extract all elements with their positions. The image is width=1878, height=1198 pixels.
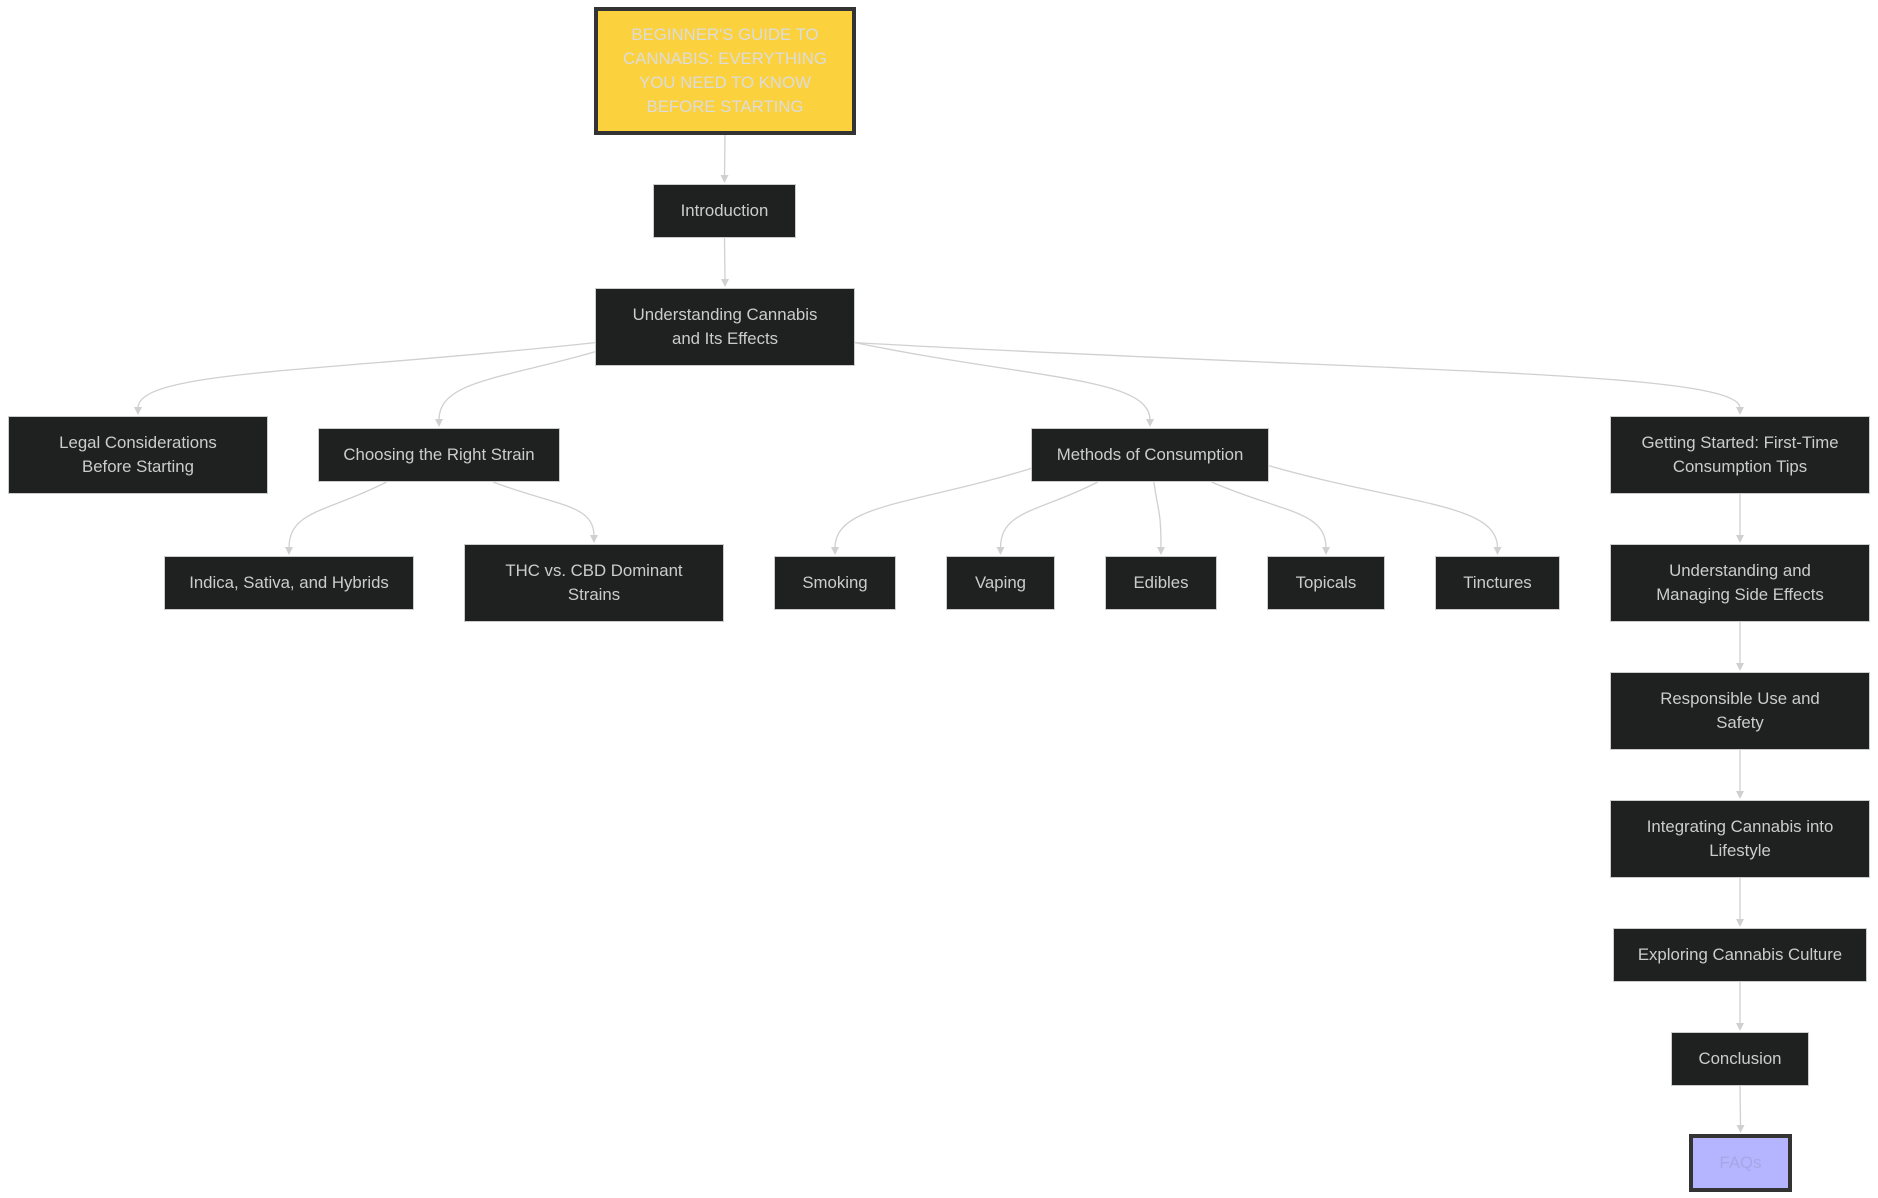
node-methods-of-consumption: Methods of Consumption — [1031, 428, 1269, 482]
arrowhead-understanding-to-legal — [134, 407, 142, 415]
edge-understanding-to-strain — [438, 341, 626, 421]
arrowhead-methods-to-tinctures — [1493, 547, 1502, 555]
node-vaping: Vaping — [946, 556, 1055, 610]
arrowhead-lifestyle-to-culture — [1736, 919, 1744, 927]
node-tinctures: Tinctures — [1435, 556, 1560, 610]
node-first-time-tips: Getting Started: First-Time Consumption … — [1610, 416, 1870, 494]
arrowhead-intro-to-understanding — [721, 279, 729, 287]
arrowhead-root-to-intro — [720, 175, 729, 183]
edge-intro-to-understanding — [723, 237, 726, 281]
node-introduction: Introduction — [653, 184, 796, 238]
node-smoking: Smoking — [774, 556, 896, 610]
arrowhead-responsible-to-lifestyle — [1736, 791, 1744, 799]
node-conclusion: Conclusion — [1671, 1032, 1809, 1086]
edge-strain-to-thc-cbd — [493, 481, 595, 537]
edge-methods-to-smoking — [834, 465, 1040, 549]
node-indica-sativa-hybrids: Indica, Sativa, and Hybrids — [164, 556, 414, 610]
node-responsible-use: Responsible Use and Safety — [1610, 672, 1870, 750]
arrowhead-methods-to-edibles — [1157, 547, 1165, 555]
node-integrating-lifestyle: Integrating Cannabis into Lifestyle — [1610, 800, 1870, 878]
arrowhead-first-time-to-side-effects — [1736, 535, 1744, 543]
edge-root-to-intro — [723, 134, 726, 177]
node-thc-vs-cbd: THC vs. CBD Dominant Strains — [464, 544, 724, 622]
edge-methods-to-topicals — [1211, 481, 1327, 549]
arrowhead-understanding-to-strain — [435, 419, 443, 427]
node-side-effects: Understanding and Managing Side Effects — [1610, 544, 1870, 622]
arrowhead-strain-to-indica — [285, 547, 293, 555]
arrowhead-methods-to-vaping — [996, 547, 1005, 555]
node-topicals: Topicals — [1267, 556, 1385, 610]
arrowhead-methods-to-topicals — [1322, 547, 1330, 555]
node-faqs: FAQs — [1689, 1134, 1792, 1192]
edge-understanding-to-methods — [854, 341, 1151, 421]
arrowhead-conclusion-to-faqs — [1736, 1125, 1745, 1133]
edge-methods-to-edibles — [1153, 481, 1162, 549]
edge-strain-to-indica — [288, 481, 387, 549]
edge-methods-to-vaping — [999, 481, 1098, 549]
edge-understanding-to-legal — [137, 341, 596, 409]
arrowhead-strain-to-thc-cbd — [590, 535, 598, 543]
node-choosing-strain: Choosing the Right Strain — [318, 428, 560, 482]
node-legal-considerations: Legal Considerations Before Starting — [8, 416, 268, 494]
node-exploring-culture: Exploring Cannabis Culture — [1613, 928, 1867, 982]
arrowhead-culture-to-conclusion — [1736, 1023, 1744, 1031]
node-root-title: BEGINNER'S GUIDE TO CANNABIS: EVERYTHING… — [594, 7, 856, 135]
edge-understanding-to-first-time — [854, 341, 1741, 409]
arrowhead-understanding-to-methods — [1146, 419, 1154, 427]
arrowhead-methods-to-smoking — [831, 547, 839, 555]
edge-conclusion-to-faqs — [1739, 1085, 1742, 1127]
arrowhead-understanding-to-first-time — [1736, 407, 1744, 415]
node-edibles: Edibles — [1105, 556, 1217, 610]
node-understanding-cannabis: Understanding Cannabis and Its Effects — [595, 288, 855, 366]
arrowhead-side-effects-to-responsible — [1736, 663, 1744, 671]
edge-methods-to-tinctures — [1268, 465, 1499, 549]
